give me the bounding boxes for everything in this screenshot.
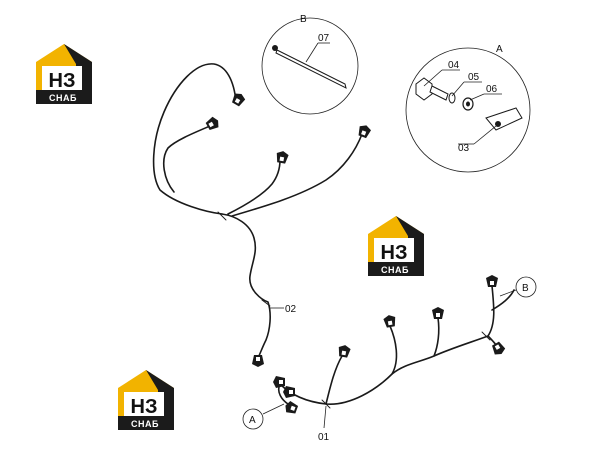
callout-a-letter: A [249, 415, 256, 426]
detail-a-title: A [496, 44, 503, 55]
logo-mark-text: НЗ [49, 70, 76, 92]
detail-a: A 04 05 06 03 [405, 44, 531, 173]
callout-a: A [242, 403, 285, 430]
harness-01: 01 [273, 275, 515, 443]
brand-logo-center: НЗ СНАБ [368, 216, 424, 276]
part-label-02: 02 [285, 304, 297, 315]
part-label-04: 04 [448, 60, 460, 71]
part-label-06: 06 [486, 84, 498, 95]
brand-logo-top-left: НЗ СНАБ [36, 44, 92, 104]
part-label-07: 07 [318, 33, 330, 44]
callout-b: B [499, 276, 537, 298]
logo-mark-text: НЗ [381, 242, 408, 264]
part-label-03: 03 [458, 143, 470, 154]
part-label-01: 01 [318, 432, 330, 443]
detail-b: B 07 [261, 14, 359, 115]
logo-sub-text: СНАБ [131, 419, 159, 429]
detail-b-title: B [300, 14, 307, 25]
logo-sub-text: СНАБ [49, 93, 77, 103]
callout-b-letter: B [522, 283, 529, 294]
harness-02: 02 [152, 63, 373, 367]
logo-sub-text: СНАБ [381, 265, 409, 275]
brand-logo-bottom-left: НЗ СНАБ [118, 370, 174, 430]
logo-mark-text: НЗ [131, 396, 158, 418]
part-label-05: 05 [468, 72, 480, 83]
